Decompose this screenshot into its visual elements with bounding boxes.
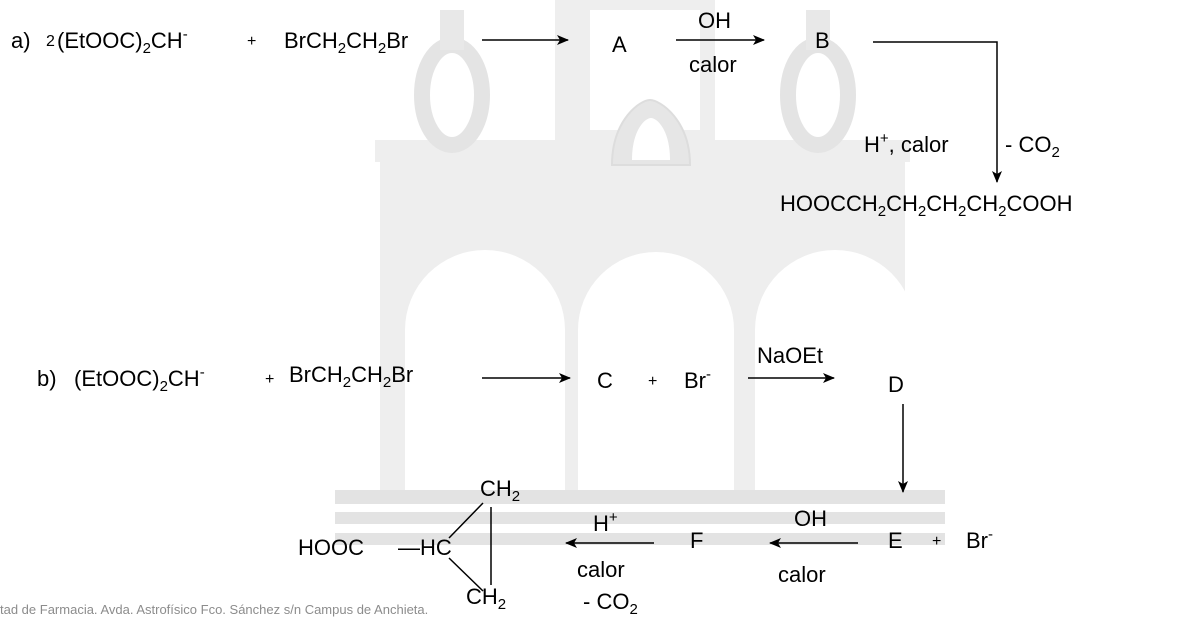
bromide-ion-1: Br- <box>684 366 711 393</box>
scheme-b-plus-2: + <box>648 373 658 390</box>
ring-bond-bottom <box>448 557 484 592</box>
product-ch-ring-carbon: —HC <box>398 535 452 560</box>
scheme-a-malonate-anion: (EtOOC)2CH- <box>57 26 188 57</box>
scheme-b-plus-3: + <box>932 533 942 550</box>
product-cooh-group: HOOC <box>298 535 364 560</box>
scheme-b-dibromoethane: BrCH2CH2Br <box>289 362 414 391</box>
scheme-a-label: a) <box>11 28 31 53</box>
scheme-b-malonate-anion: (EtOOC)2CH- <box>74 364 205 395</box>
scheme-a-product-heptanedioic-acid: HOOCCH2CH2CH2CH2COOH <box>780 191 1073 220</box>
intermediate-B: B <box>815 28 830 53</box>
scheme-b-label: b) <box>37 366 57 391</box>
scheme-b-decarboxylation: - CO2 <box>583 589 638 618</box>
scheme-b-step3-condition: calor <box>778 562 826 587</box>
scheme-b-plus: + <box>265 371 275 388</box>
intermediate-F: F <box>690 528 704 553</box>
product-ring-ch2-top: CH2 <box>480 476 521 505</box>
intermediate-E: E <box>888 528 903 553</box>
intermediate-C: C <box>597 368 613 393</box>
ring-bond-top <box>448 502 484 539</box>
scheme-a-step1-reagent: OH <box>698 8 731 33</box>
scheme-b-step3-reagent: OH <box>794 506 827 531</box>
scheme-a-decarboxylation: - CO2 <box>1005 132 1060 161</box>
footer-address-text: tad de Farmacia. Avda. Astrofísico Fco. … <box>0 602 429 617</box>
scheme-b-step4-reagent: H+ <box>593 509 618 536</box>
arrow-B-to-product <box>873 41 1002 183</box>
scheme-b-step1-reagent: NaOEt <box>757 343 824 368</box>
intermediate-D: D <box>888 372 904 397</box>
scheme-a-step2-condition: H+, calor <box>864 130 949 157</box>
scheme-b-step4-condition: calor <box>577 557 625 582</box>
scheme-a-plus: + <box>247 33 257 50</box>
scheme-a-coefficient: 2 <box>46 33 55 50</box>
bromide-ion-2: Br- <box>966 526 993 553</box>
product-ring-ch2-bottom: CH2 <box>466 584 507 613</box>
intermediate-A: A <box>612 32 627 57</box>
scheme-a-dibromoethane: BrCH2CH2Br <box>284 28 409 57</box>
scheme-a-step1-condition: calor <box>689 52 737 77</box>
